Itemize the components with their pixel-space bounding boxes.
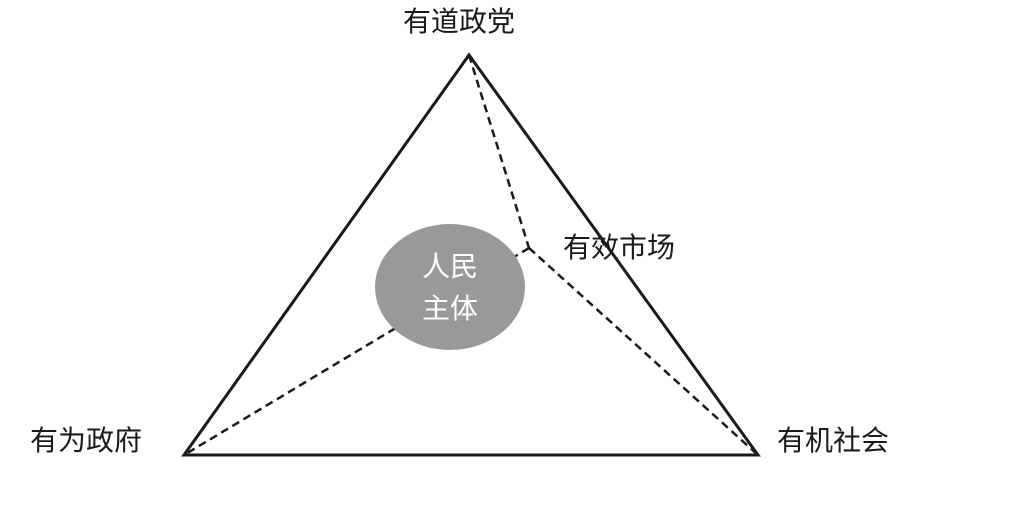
center-label-line1: 人民 [422,250,478,283]
vertex-label-right: 有机社会 [777,424,890,457]
dashed-top-to-market [467,54,531,249]
center-ellipse [375,224,525,350]
inner-node-label: 有效市场 [563,231,676,264]
center-label-line2: 主体 [422,292,478,325]
vertex-label-left: 有为政府 [30,424,143,457]
outer-triangle [181,52,761,457]
dashed-market-to-right [528,247,759,456]
vertex-label-top: 有道政党 [403,5,516,38]
